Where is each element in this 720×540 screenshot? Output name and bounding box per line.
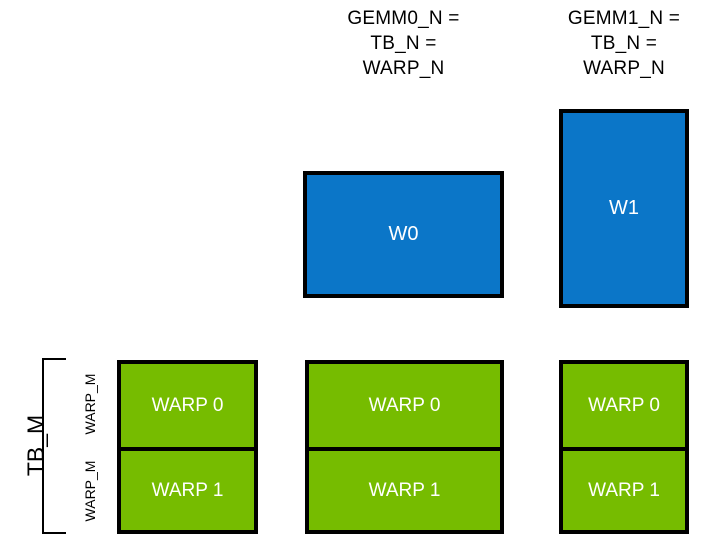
green-cell-warp0: WARP 0	[121, 364, 254, 447]
blue-tile-w0-label: W0	[388, 223, 419, 245]
column-header-gemm0: GEMM0_N = TB_N = WARP_N	[347, 8, 460, 80]
green-cell-label: WARP 1	[151, 479, 224, 501]
green-column-1: WARP 0 WARP 1	[305, 360, 504, 534]
green-column-0: WARP 0 WARP 1	[117, 360, 258, 534]
green-cell-warp0: WARP 0	[563, 364, 685, 447]
green-cell-label: WARP 0	[368, 394, 441, 416]
green-cell-label: WARP 0	[588, 394, 660, 416]
green-cell-warp1: WARP 1	[309, 447, 500, 530]
green-column-2: WARP 0 WARP 1	[559, 360, 689, 534]
green-cell-warp1: WARP 1	[563, 447, 685, 530]
tb-m-label: TB_M	[22, 414, 49, 477]
warp-m-label-top: WARP_M	[82, 373, 98, 435]
green-cell-label: WARP 1	[588, 479, 660, 501]
green-cell-label: WARP 1	[368, 479, 441, 501]
green-cell-warp1: WARP 1	[121, 447, 254, 530]
blue-tile-w0: W0	[303, 171, 504, 298]
warp-m-label-bottom: WARP_M	[82, 460, 98, 522]
blue-tile-w1: W1	[559, 109, 689, 308]
tb-m-bracket	[42, 358, 66, 534]
column-header-gemm1: GEMM1_N = TB_N = WARP_N	[567, 8, 681, 80]
blue-tile-w1-label: W1	[609, 197, 639, 219]
green-cell-label: WARP 0	[151, 394, 224, 416]
green-cell-warp0: WARP 0	[309, 364, 500, 447]
